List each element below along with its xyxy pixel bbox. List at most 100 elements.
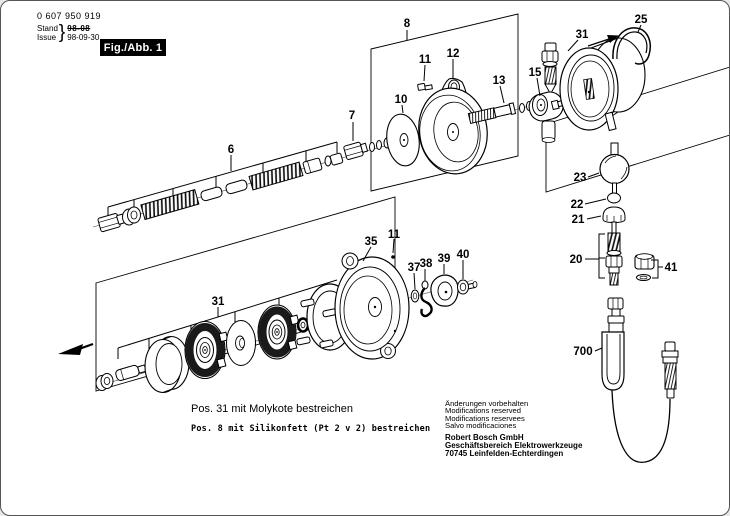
part-7-fitting [343, 141, 369, 160]
label-7: 7 [349, 110, 355, 122]
label-38: 38 [420, 258, 433, 270]
label-12: 12 [447, 48, 460, 60]
label-35-leader [362, 246, 372, 262]
label-10: 10 [395, 94, 408, 106]
stem [611, 221, 617, 234]
end-nut [95, 373, 114, 391]
hex-plug [97, 213, 126, 233]
tube-segment-1 [200, 186, 223, 202]
direction-arrow-head [58, 344, 83, 355]
label-15-leader [536, 77, 541, 97]
company-city: 70745 Leinfelden-Echterdingen [445, 449, 564, 459]
document-header: 0 607 950 919 Stand Issue } 98-08 98-09-… [37, 11, 101, 42]
washer [369, 142, 375, 152]
label-22: 22 [571, 199, 584, 211]
note-silikonfett: Pos. 8 mit Silikonfett (Pt 2 v 2) bestre… [191, 424, 431, 434]
part-700-hose-assembly [594, 297, 679, 463]
sleeve-cylinder [302, 157, 323, 174]
part-12-cover [418, 59, 488, 175]
part-39-cam [430, 264, 459, 307]
label-22-leader [584, 198, 607, 205]
revision-block: Stand Issue } 98-08 98-09-30 [37, 22, 101, 43]
washer [519, 103, 525, 113]
label-37-leader [413, 272, 416, 290]
cup-ring [144, 335, 190, 394]
label-25: 25 [635, 14, 648, 26]
part-number: 0 607 950 919 [37, 11, 102, 21]
label-23: 23 [574, 172, 587, 184]
company-division: Geschäftsbereich Elektrowerkzeuge [445, 440, 583, 450]
bearing-rotor-2 [257, 304, 300, 360]
part-35-cover [334, 238, 410, 360]
label-11-top-leader [423, 64, 426, 82]
assembly-arrow-line [587, 38, 610, 47]
label-37: 37 [408, 262, 421, 274]
part-37-washer [410, 272, 420, 303]
label-11-top: 11 [419, 54, 432, 66]
stem [612, 182, 617, 195]
assembly-31-lower-group [58, 238, 478, 394]
spacer-disc [226, 320, 256, 366]
spring-long [140, 188, 200, 221]
label-21: 21 [572, 214, 585, 226]
part-25-clip [612, 27, 651, 65]
disclaimer-es: Salvo modificaciones [445, 421, 517, 431]
old-date: 98-08 [67, 24, 91, 33]
grommet [296, 317, 310, 333]
part-40-roller [457, 260, 478, 295]
issue-date: 98-09-30 [67, 33, 100, 42]
label-31-lower: 31 [212, 296, 225, 308]
label-6: 6 [228, 144, 234, 156]
part-20-spring-assembly [585, 232, 623, 286]
label-31-top-leader [567, 39, 579, 52]
label-40: 40 [457, 249, 470, 261]
cable [611, 389, 671, 463]
brace-glyph: } [58, 22, 66, 43]
part-23-ball [587, 142, 630, 185]
note-molykote: Pos. 31 mit Molykote bestreichen [191, 403, 354, 415]
assembly-arrow-head [607, 35, 619, 43]
label-23-leader [587, 172, 600, 178]
part-10-disc [386, 104, 420, 167]
label-11-bottom-leader [392, 238, 395, 254]
pin-cylinder [115, 364, 147, 381]
tube-segment-2 [225, 179, 248, 195]
label-41: 41 [665, 262, 678, 274]
washer [376, 140, 382, 150]
label-13-leader [499, 85, 505, 104]
label-10-leader [401, 104, 404, 114]
footer-block: Änderungen vorbehalten Modifications res… [445, 399, 583, 459]
round-nut [122, 206, 141, 226]
bearing-rotor-1 [184, 320, 229, 380]
label-700-leader [594, 347, 603, 352]
label-11-bottom: 11 [388, 229, 401, 241]
disclaimer-fr: Modifications reservees [445, 413, 525, 423]
connector-piece [329, 152, 344, 166]
part-41-nut-washer [634, 253, 663, 281]
label-8: 8 [404, 18, 411, 30]
bracket-6 [107, 141, 338, 218]
hose-sleeve [601, 331, 625, 391]
company-name: Robert Bosch GmbH [445, 432, 524, 442]
ring-tab [604, 111, 617, 132]
disclaimer-de: Änderungen vorbehalten [445, 399, 529, 408]
label-13: 13 [493, 75, 506, 87]
figure-label-box: Fig./Abb. 1 [100, 39, 166, 56]
label-20: 20 [570, 254, 583, 266]
part-21-cap [586, 206, 626, 224]
label-15: 15 [529, 67, 542, 79]
bracket-20 [598, 233, 605, 279]
label-35: 35 [365, 236, 378, 248]
issue-label: Issue [37, 33, 57, 42]
label-700: 700 [573, 346, 592, 358]
screw-11-bottom [391, 255, 395, 259]
label-39: 39 [438, 253, 451, 265]
label-31-top: 31 [576, 29, 589, 41]
part-22-bead [584, 192, 621, 205]
disclaimer-en: Modifications reserved [445, 406, 521, 416]
direction-arrow-tail [78, 342, 94, 351]
stand-label: Stand [37, 24, 58, 33]
spring-short [248, 161, 304, 191]
